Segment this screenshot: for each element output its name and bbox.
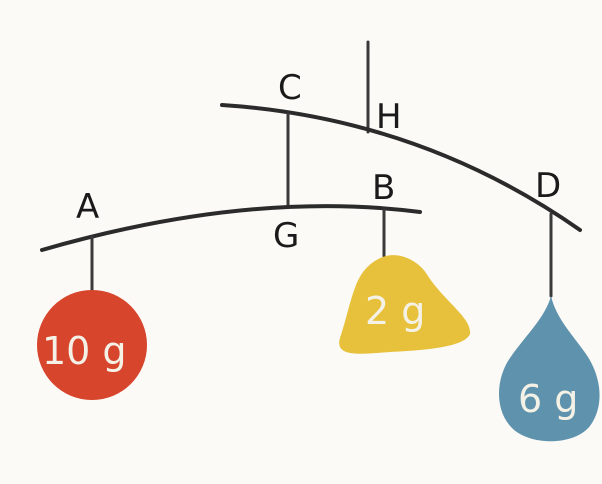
weight-middle-blob xyxy=(339,255,471,354)
lower-bar xyxy=(40,204,422,252)
point-g-label: G xyxy=(273,216,299,256)
weight-left-circle xyxy=(37,290,147,400)
weight-right-drop xyxy=(499,296,600,442)
point-a-label: A xyxy=(76,187,99,227)
point-b-label: B xyxy=(372,168,395,208)
weight-middle-label: 2 g xyxy=(365,289,425,333)
top-bar xyxy=(220,103,582,232)
point-c-label: C xyxy=(278,68,302,108)
weight-left-label: 10 g xyxy=(42,329,127,373)
point-h-label: H xyxy=(376,97,402,137)
point-d-label: D xyxy=(535,166,561,206)
weight-right-label: 6 g xyxy=(518,377,578,421)
